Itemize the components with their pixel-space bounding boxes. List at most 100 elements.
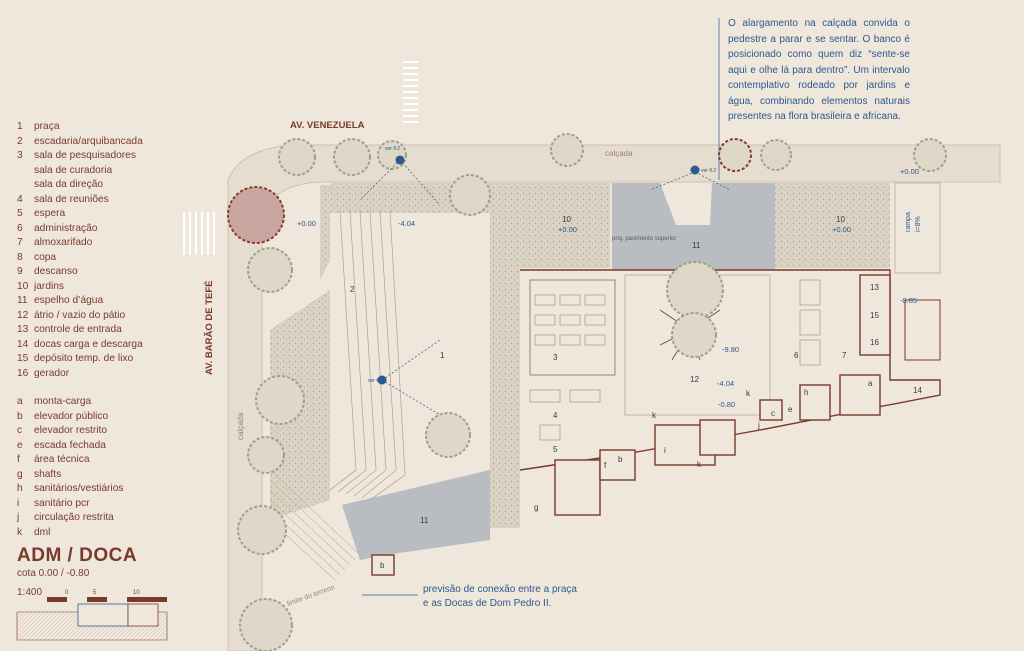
legend-key xyxy=(17,164,34,179)
legend-key: 12 xyxy=(17,309,29,321)
view-mark-3: ver fl.2 xyxy=(701,168,716,174)
crosswalk-left xyxy=(183,212,215,255)
legend-value: depósito temp. de lixo xyxy=(34,353,134,364)
title-block: ADM / DOCA cota 0.00 / -0.80 1:400 xyxy=(17,545,137,598)
legend-row: h sanitários/vestiários xyxy=(17,482,207,497)
legend-value: administração xyxy=(34,222,98,234)
room-11a: 11 xyxy=(692,241,701,250)
legend-key: 7 xyxy=(17,237,23,248)
view-markers xyxy=(377,155,700,385)
level-1: +0.00 xyxy=(297,219,316,228)
legend-key: k xyxy=(17,526,23,538)
view-mark-2: ver fl.2 xyxy=(368,378,383,384)
legend-key: f xyxy=(17,454,20,465)
calcada-left-label: calçada xyxy=(236,412,245,440)
legend-row: 13 controle de entrada xyxy=(17,323,207,338)
legend-value: espelho d’água xyxy=(34,295,104,306)
note-bottom: previsão de conexão entre a praça e as D… xyxy=(423,583,577,611)
legend-key: i xyxy=(17,497,20,509)
room-b2: b xyxy=(380,561,385,570)
legend-value: espera xyxy=(34,208,66,219)
legend-value: controle de entrada xyxy=(34,324,122,335)
legend-key: 15 xyxy=(17,353,29,364)
level-8: -4.04 xyxy=(717,379,734,388)
note-bottom-line2: e as Docas de Dom Pedro II. xyxy=(423,598,552,609)
legend-row: 1 praça xyxy=(17,120,207,135)
legend-value: jardins xyxy=(34,280,65,292)
room-4: 4 xyxy=(553,411,558,420)
room-11b: 11 xyxy=(420,516,429,525)
legend-value: praça xyxy=(34,121,60,132)
legend-row: sala de curadoria xyxy=(17,164,207,179)
room-2: 2 xyxy=(350,285,355,294)
room-g: g xyxy=(534,503,538,512)
building-walls xyxy=(371,269,941,576)
legend-key: 3 xyxy=(17,150,23,161)
level-4: +0.00 xyxy=(832,225,851,234)
street-top-label: AV. VENEZUELA xyxy=(290,120,365,131)
legend-value: elevador público xyxy=(34,410,109,422)
rampa-label: rampa xyxy=(905,212,912,232)
trees xyxy=(227,133,947,651)
legend-value: área técnica xyxy=(34,454,90,465)
legend-value: circulação restrita xyxy=(34,512,114,523)
legend-key: 1 xyxy=(17,121,23,132)
room-h: h xyxy=(804,388,808,397)
legend-row: b elevador público xyxy=(17,410,207,425)
view-leaders xyxy=(359,159,731,416)
legend-key: e xyxy=(17,439,23,451)
legend-key: 13 xyxy=(17,324,29,335)
room-k2: k xyxy=(697,460,702,469)
room-a: a xyxy=(868,379,873,388)
level-6: -0.85 xyxy=(900,296,917,305)
view-mark-1: ver fl.2 xyxy=(385,146,400,152)
room-13: 13 xyxy=(870,283,879,292)
level-9: -0.80 xyxy=(718,400,735,409)
furniture xyxy=(529,279,821,441)
legend-row: 15 depósito temp. de lixo xyxy=(17,352,207,367)
legend-value: descanso xyxy=(34,266,78,277)
legend-key: h xyxy=(17,483,23,494)
ramp xyxy=(894,182,941,361)
legend-value: copa xyxy=(34,251,57,263)
legend-value: elevador restrito xyxy=(34,425,108,436)
rampa-pct-label: i=8% xyxy=(915,216,922,232)
room-12: 12 xyxy=(690,375,699,384)
legend-value: sala de reuniões xyxy=(34,193,109,205)
scale-tick-5: 5 xyxy=(93,590,97,596)
stair-seating xyxy=(329,209,406,501)
legend-value: átrio / vazio do pátio xyxy=(34,309,126,321)
level-2: -4.04 xyxy=(398,219,415,228)
legend-row: sala da direção xyxy=(17,178,207,193)
legend-key: 8 xyxy=(17,251,23,263)
room-j: j xyxy=(757,421,760,430)
proj-label: proj. pavimento superior xyxy=(612,236,676,242)
legend-value: sala de curadoria xyxy=(34,164,113,176)
calcada-top-label: calçada xyxy=(605,149,633,158)
room-10a: 10 xyxy=(562,215,571,224)
scale-bar xyxy=(16,597,168,641)
legend-key: j xyxy=(17,512,20,523)
sheet-title: ADM / DOCA xyxy=(17,545,138,566)
scale-tick-0: 0 xyxy=(65,590,69,596)
legend-value: gerador xyxy=(34,367,70,379)
legend-key: b xyxy=(17,410,23,422)
street-left-label: AV. BARÃO DE TEFÉ xyxy=(204,281,215,376)
room-f: f xyxy=(604,461,607,470)
legend-value: sanitários/vestiários xyxy=(34,483,124,494)
room-7: 7 xyxy=(842,351,847,360)
